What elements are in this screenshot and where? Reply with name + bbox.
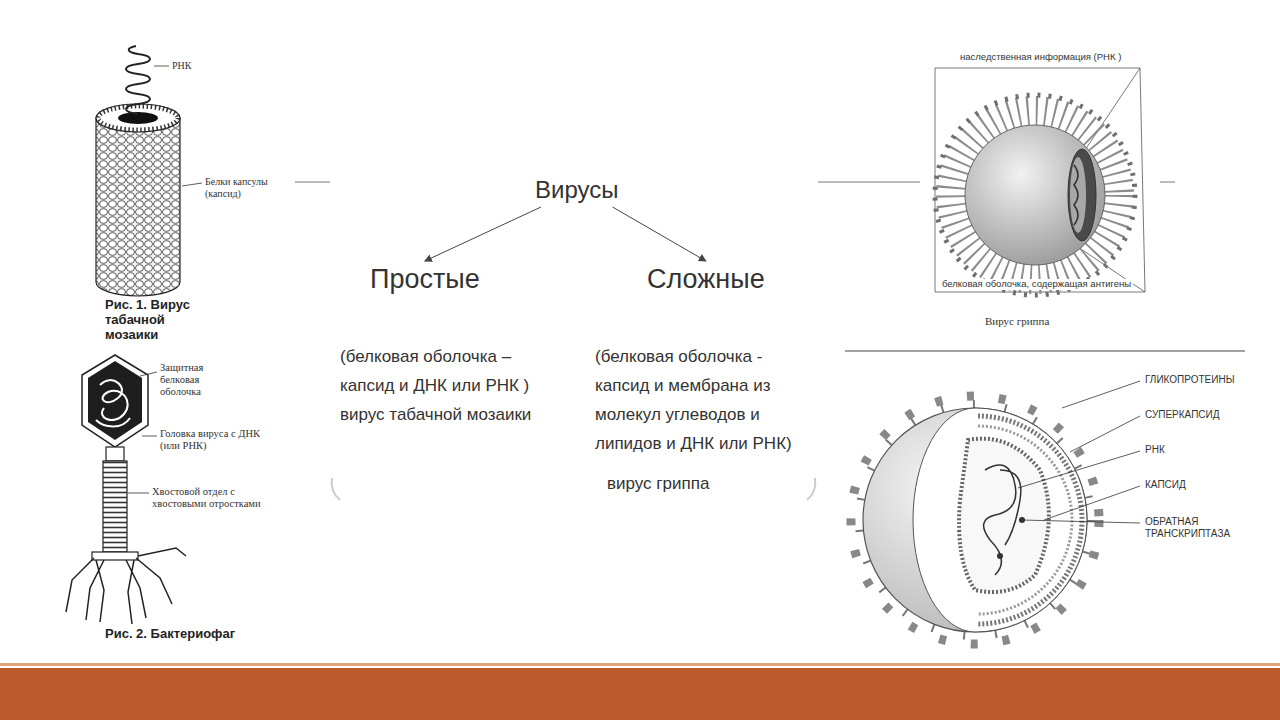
- influenza-illustration: [935, 68, 1145, 295]
- rule-line: [1160, 182, 1175, 183]
- part-label: РНК: [1145, 444, 1165, 456]
- category-heading: Сложные: [641, 262, 771, 297]
- part-label: КАПСИД: [1145, 479, 1186, 491]
- part-label: Защитная белковая оболочка: [160, 362, 235, 398]
- frame-arc: [332, 478, 340, 500]
- part-label: Головка вируса с ДНК (или РНК): [160, 428, 272, 452]
- part-label: белковая оболочка, содержащая антигены: [940, 279, 1133, 290]
- part-label: Белки капсулы (капсид): [205, 176, 285, 199]
- description-text: (белковая оболочка - капсид и мембрана и…: [595, 342, 820, 458]
- footer-bar: [0, 668, 1280, 720]
- root-heading: Вирусы: [529, 174, 624, 206]
- figure-caption: Вирус гриппа: [985, 315, 1049, 328]
- part-label: РНК: [172, 60, 191, 72]
- arrow-connector: [425, 207, 541, 261]
- category-heading: Простые: [364, 262, 486, 297]
- rule-line: [818, 182, 920, 183]
- rule-line: [845, 351, 1245, 352]
- footer-line: [0, 663, 1280, 666]
- node-text: Вирусы: [535, 176, 618, 204]
- arrow-connector: [612, 207, 705, 261]
- figure-caption: Рис. 1. Вирус табачной мозаики: [105, 298, 217, 343]
- part-label: Хвостовой отдел с хвостовыми отростками: [152, 486, 270, 510]
- part-label: наследственная информация (РНК ): [958, 52, 1123, 63]
- figure-caption: Рис. 2. Бактериофаг: [105, 627, 235, 642]
- complex-virus-illustration: [851, 381, 1140, 644]
- node-text: Простые: [370, 264, 480, 295]
- part-label: ОБРАТНАЯ ТРАНСКРИПТАЗА: [1145, 516, 1250, 539]
- frame-arc: [807, 478, 815, 500]
- part-label: ГЛИКОПРОТЕИНЫ: [1145, 374, 1235, 386]
- example-text: вирус гриппа: [607, 474, 709, 494]
- rule-line: [295, 182, 330, 183]
- tmv-illustration: [96, 46, 202, 296]
- node-text: Сложные: [647, 264, 765, 295]
- description-text: (белковая оболочка – капсид и ДНК или РН…: [340, 342, 558, 429]
- part-label: СУПЕРКАПСИД: [1145, 409, 1220, 421]
